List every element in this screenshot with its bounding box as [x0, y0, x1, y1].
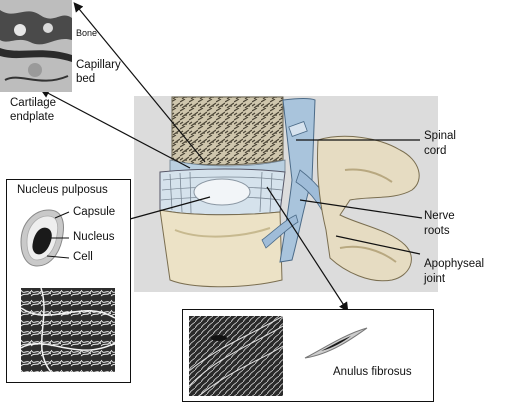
- upper-vertebra: [171, 96, 284, 166]
- nucleus-cell-diagram: [20, 209, 70, 267]
- endplate-micrograph: [0, 0, 72, 92]
- label-capsule: Capsule: [73, 206, 116, 218]
- label-apophyseal-joint-2: joint: [424, 273, 446, 285]
- nucleus-micrograph: [21, 288, 115, 372]
- disc-nucleus: [193, 178, 251, 206]
- label-nerve-roots-2: roots: [424, 225, 450, 237]
- lower-vertebra: [159, 209, 283, 288]
- label-anulus-fibrosus: Anulus fibrosus: [333, 366, 412, 378]
- label-capillary-bed-2: bed: [76, 73, 96, 85]
- label-cartilage-endplate-2: endplate: [10, 111, 55, 123]
- nucleus-box-title: Nucleus pulposus: [17, 184, 108, 196]
- label-cartilage-endplate-1: Cartilage: [10, 97, 57, 109]
- label-nerve-roots-1: Nerve: [424, 210, 455, 222]
- nucleus-pulposus-box: Nucleus pulposus Capsule Nucleus Cell: [6, 179, 131, 383]
- label-apophyseal-joint-1: Apophyseal: [424, 258, 485, 270]
- connector-lines: [39, 2, 423, 313]
- label-nucleus: Nucleus: [73, 231, 115, 243]
- anulus-fibrosus-box: Anulus fibrosus: [182, 309, 434, 402]
- anulus-micrograph: [189, 316, 283, 396]
- label-bone: Bone: [76, 28, 98, 38]
- label-spinal-cord-2: cord: [424, 145, 447, 157]
- anulus-cell-diagram: [304, 327, 368, 359]
- label-spinal-cord-1: Spinal: [424, 130, 456, 142]
- label-cell: Cell: [73, 251, 93, 263]
- posterior-elements: [316, 135, 420, 282]
- label-capillary-bed-1: Capillary: [76, 59, 121, 71]
